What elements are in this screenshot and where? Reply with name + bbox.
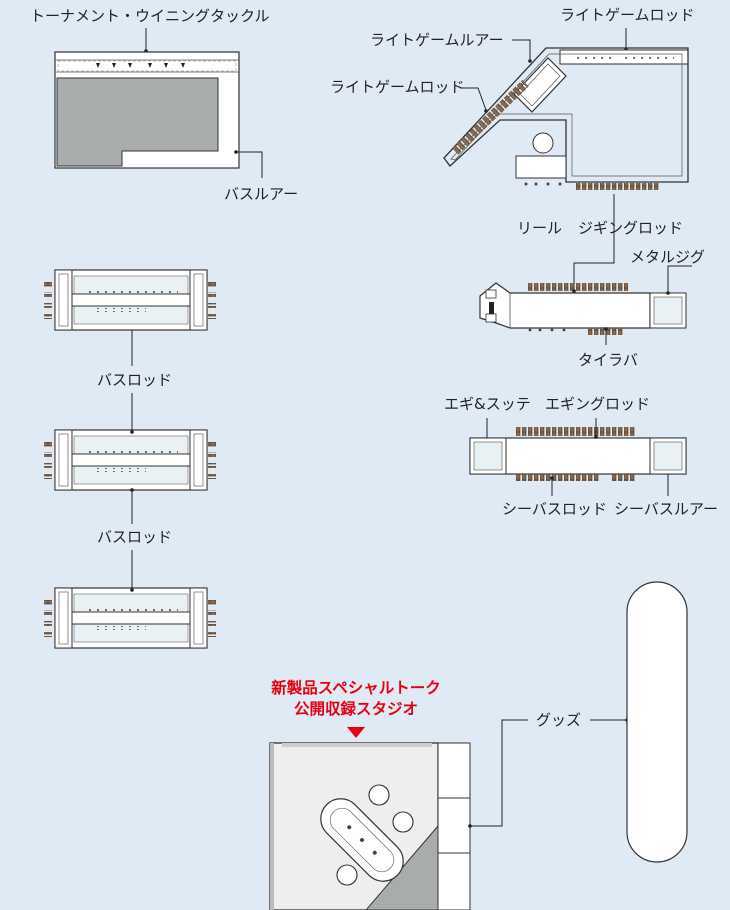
studio-marker-arrow <box>347 727 365 738</box>
label-eging-rod: エギングロッド <box>545 395 651 413</box>
label-tournament-winning-tackle: トーナメント・ウイニングタックル <box>30 7 270 25</box>
studio-table <box>320 798 404 882</box>
bass-rod-leaders <box>130 330 134 592</box>
label-bass-lure: バスルアー <box>224 185 299 203</box>
label-jigging-rod: ジギングロッド <box>578 219 684 237</box>
eging-booth <box>469 418 687 496</box>
label-tairaba: タイラバ <box>578 351 638 369</box>
label-light-game-rod-diagonal: ライトゲームロッド <box>330 78 465 96</box>
goods-counter <box>468 581 688 863</box>
label-sea-bass-rod: シーバスロッド <box>502 500 607 518</box>
jigging-booth <box>479 265 692 345</box>
label-light-game-rod-top: ライトゲームロッド <box>560 6 695 24</box>
label-metal-jig: メタルジグ <box>630 248 706 266</box>
label-light-game-lure: ライトゲームルアー <box>370 31 504 49</box>
label-sea-bass-lure: シーバスルアー <box>614 500 718 518</box>
bass-rod-unit-3 <box>44 587 216 649</box>
bass-rod-unit-2 <box>44 429 216 491</box>
light-game-booth <box>443 28 689 290</box>
studio-area <box>269 727 471 910</box>
label-reel: リール <box>517 219 563 237</box>
label-studio-subtitle: 公開収録スタジオ <box>293 700 418 718</box>
tournament-booth <box>54 28 263 178</box>
label-egi-sutte: エギ&スッテ <box>444 395 531 413</box>
label-bass-rod-2: バスロッド <box>97 528 173 546</box>
label-studio-title: 新製品スペシャルトーク <box>271 679 441 697</box>
label-bass-rod-1: バスロッド <box>97 371 173 389</box>
bass-rod-unit-1 <box>44 269 216 331</box>
label-goods: グッズ <box>536 711 582 729</box>
